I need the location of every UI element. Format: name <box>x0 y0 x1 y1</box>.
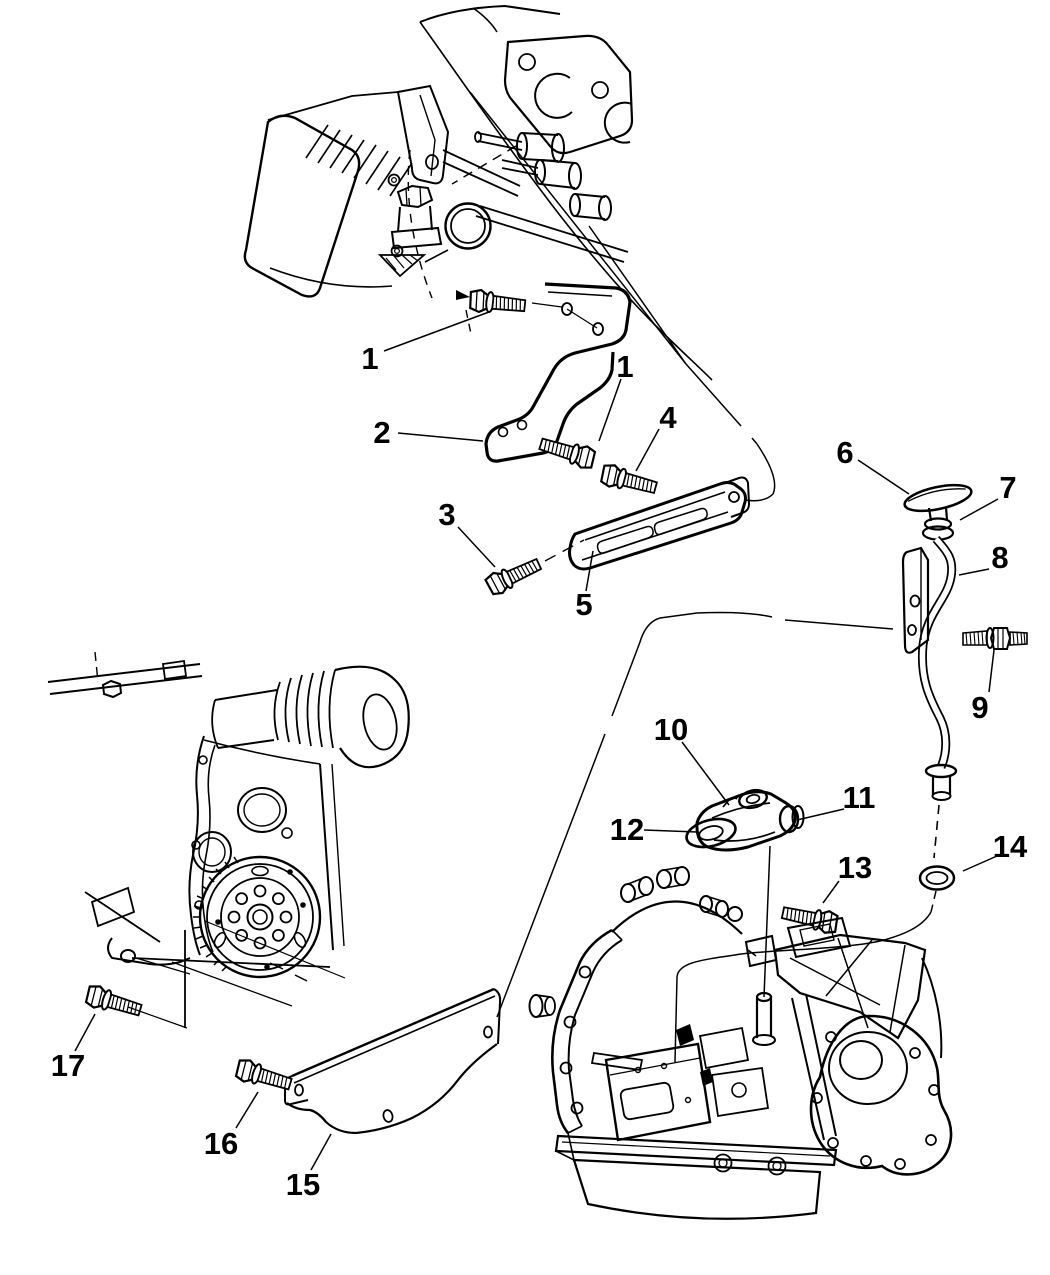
callout-1a: 1 <box>361 341 378 376</box>
callout-11: 11 <box>843 780 876 815</box>
engine-top <box>243 4 713 381</box>
tube-bracket <box>901 546 930 654</box>
dipstick <box>901 483 973 859</box>
bolt-1-lower <box>536 432 598 472</box>
case-studs <box>620 866 743 922</box>
bracket <box>484 282 632 463</box>
callout-8: 8 <box>991 540 1008 575</box>
bolt-1-upper <box>467 287 528 318</box>
callout-17: 17 <box>51 1048 85 1083</box>
bolt-3 <box>483 552 545 599</box>
head-ribs <box>305 124 413 197</box>
differential-cover <box>791 993 953 1176</box>
case-mount-bracket <box>744 916 927 1040</box>
callout-1b: 1 <box>616 349 633 384</box>
bolt-17 <box>83 982 145 1022</box>
valve-body <box>604 1042 712 1142</box>
engine-bottom <box>47 651 410 1028</box>
callout-2: 2 <box>373 415 390 450</box>
callout-7: 7 <box>999 470 1016 505</box>
callout-13: 13 <box>838 850 872 885</box>
bolt-17-axis <box>127 1006 188 1029</box>
callout-labels: 1 1 2 3 4 5 6 7 8 9 10 11 12 13 14 15 16… <box>51 341 1028 1202</box>
flexplate <box>193 855 322 979</box>
engine-mount <box>685 788 805 852</box>
callout-15: 15 <box>286 1167 320 1202</box>
manual-shaft <box>752 991 776 1046</box>
bolt-16 <box>233 1056 295 1096</box>
callout-4: 4 <box>659 400 677 435</box>
callout-3: 3 <box>438 497 455 532</box>
dust-cover-plate <box>284 987 502 1135</box>
routing-line <box>496 611 894 1018</box>
callout-leaders <box>74 311 999 1171</box>
callout-12: 12 <box>610 812 644 847</box>
stud-bolt <box>962 627 1028 650</box>
alignment-lines <box>469 91 776 502</box>
seal-grommet <box>923 517 953 531</box>
insert-arrow <box>456 290 470 300</box>
mount-to-case-line <box>763 845 771 998</box>
oil-pan <box>554 1132 838 1220</box>
callout-5: 5 <box>575 587 592 622</box>
callout-16: 16 <box>204 1126 238 1161</box>
support-rail <box>568 476 751 571</box>
dipstick-handle <box>903 483 973 513</box>
callout-14: 14 <box>993 829 1028 864</box>
oring-route <box>674 911 932 1063</box>
engine-mount-studs <box>474 131 629 263</box>
bolt-4 <box>598 461 660 500</box>
intake-hose <box>211 665 410 769</box>
transaxle <box>528 866 953 1220</box>
ring-gear-teeth <box>193 856 239 972</box>
oring-route-dash <box>930 890 937 913</box>
bolt-3-axis <box>544 539 585 562</box>
callout-6: 6 <box>836 435 853 470</box>
callout-9: 9 <box>971 690 988 725</box>
callout-10: 10 <box>654 712 688 747</box>
o-ring <box>918 865 956 891</box>
